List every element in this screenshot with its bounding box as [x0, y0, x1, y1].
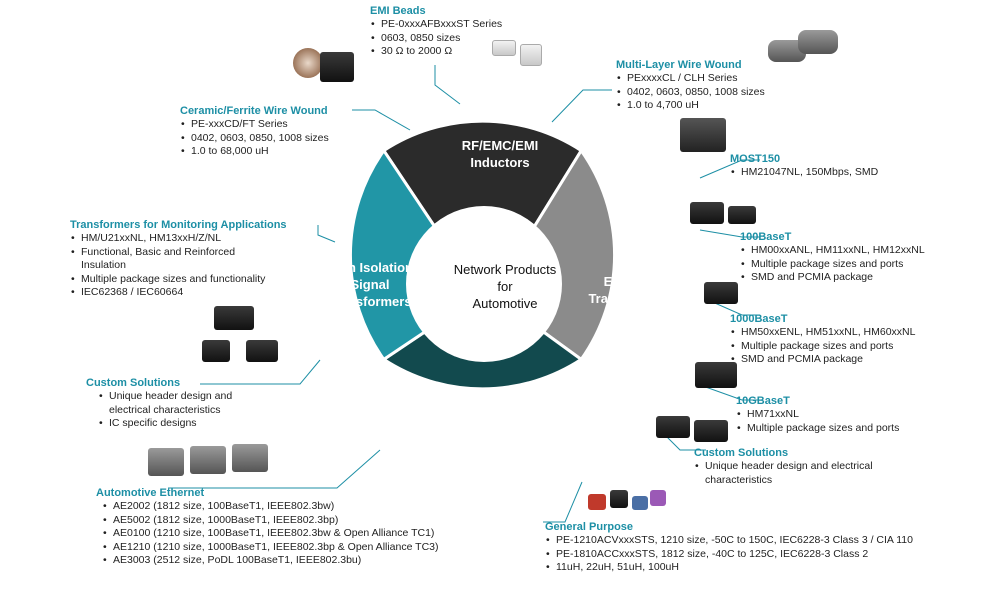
- most150-transformer-image: [680, 118, 726, 152]
- list-item: SMD and PCMIA package: [740, 271, 925, 285]
- ceramic-inductor-image: [320, 52, 354, 82]
- list-item: Multiple package sizes and ports: [736, 422, 899, 436]
- 10gbaset-title: 10GBaseT: [736, 395, 790, 407]
- list-item: Unique header design and electrical char…: [694, 460, 874, 487]
- list-item: 11uH, 22uH, 51uH, 100uH: [545, 561, 913, 575]
- list-item: AE2002 (1812 size, 100BaseT1, IEEE802.3b…: [102, 500, 439, 514]
- 100baset-transformer-image: [728, 206, 756, 224]
- list-item: AE1210 (1210 size, 1000BaseT1, IEEE802.3…: [102, 541, 439, 555]
- custom-solutions-right-title: Custom Solutions: [694, 447, 789, 459]
- emi-beads-block: EMI Beads PE-0xxxAFBxxxST Series0603, 08…: [370, 4, 502, 59]
- list-item: AE5002 (1812 size, 1000BaseT1, IEEE802.3…: [102, 514, 439, 528]
- automotive-ethernet-image: [190, 446, 226, 474]
- emi-beads-title: EMI Beads: [370, 5, 426, 17]
- automotive-ethernet-image: [232, 444, 268, 472]
- general-purpose-image: [650, 490, 666, 506]
- list-item: PE-0xxxAFBxxxST Series: [370, 18, 502, 32]
- list-item: Multiple package sizes and ports: [740, 258, 925, 272]
- list-item: 1.0 to 4,700 uH: [616, 99, 765, 113]
- monitoring-title: Transformers for Monitoring Applications: [70, 219, 287, 231]
- list-item: AE0100 (1210 size, 100BaseT1, IEEE802.3b…: [102, 527, 439, 541]
- list-item: PE-xxxCD/FT Series: [180, 118, 329, 132]
- most150-title: MOST150: [730, 153, 781, 165]
- general-purpose-block: General Purpose PE-1210ACVxxxSTS, 1210 s…: [545, 520, 913, 575]
- general-purpose-image: [588, 494, 606, 510]
- monitoring-transformer-image: [202, 340, 230, 362]
- monitoring-block: Transformers for Monitoring Applications…: [70, 218, 320, 300]
- list-item: 0402, 0603, 0850, 1008 sizes: [616, 86, 765, 100]
- automotive-ethernet-block: Automotive Ethernet AE2002 (1812 size, 1…: [96, 486, 439, 568]
- multilayer-inductor-image: [798, 30, 838, 54]
- multilayer-block: Multi-Layer Wire Wound PExxxxCL / CLH Se…: [616, 58, 765, 113]
- list-item: Functional, Basic and Reinforced Insulat…: [70, 246, 251, 273]
- automotive-ethernet-image: [148, 448, 184, 476]
- list-item: IC specific designs: [98, 417, 276, 431]
- list-item: HM/U21xxNL, HM13xxH/Z/NL: [70, 232, 320, 246]
- automotive-ethernet-title: Automotive Ethernet: [96, 487, 205, 499]
- custom-solutions-left-title: Custom Solutions: [86, 377, 181, 389]
- general-purpose-image: [632, 496, 648, 510]
- 100baset-title: 100BaseT: [740, 231, 792, 243]
- list-item: 0603, 0850 sizes: [370, 32, 502, 46]
- list-item: HM71xxNL: [736, 408, 899, 422]
- 1000baset-transformer-image: [704, 282, 738, 304]
- emi-bead-image: [520, 44, 542, 66]
- 100baset-block: 100BaseT HM00xxANL, HM11xxNL, HM12xxNLMu…: [740, 230, 925, 285]
- monitoring-transformer-image: [214, 306, 254, 330]
- 10gbaset-block: 10GBaseT HM71xxNLMultiple package sizes …: [736, 394, 899, 435]
- monitoring-transformer-image: [246, 340, 278, 362]
- list-item: HM00xxANL, HM11xxNL, HM12xxNL: [740, 244, 925, 258]
- 100baset-transformer-image: [690, 202, 724, 224]
- list-item: 1.0 to 68,000 uH: [180, 145, 329, 159]
- custom-transformer-image: [656, 416, 690, 438]
- multilayer-title: Multi-Layer Wire Wound: [616, 59, 742, 71]
- list-item: Unique header design and electrical char…: [98, 390, 276, 417]
- list-item: HM50xxENL, HM51xxNL, HM60xxNL: [730, 326, 915, 340]
- list-item: IEC62368 / IEC60664: [70, 286, 320, 300]
- list-item: HM21047NL, 150Mbps, SMD: [730, 166, 878, 180]
- list-item: Multiple package sizes and ports: [730, 340, 915, 354]
- ceramic-inductor-image: [293, 48, 323, 78]
- list-item: PE-1810ACCxxxSTS, 1812 size, -40C to 125…: [545, 548, 913, 562]
- wheel-segments: [348, 119, 617, 391]
- leader-lines: [168, 65, 760, 523]
- 1000baset-title: 1000BaseT: [730, 313, 788, 325]
- list-item: 30 Ω to 2000 Ω: [370, 45, 502, 59]
- general-purpose-image: [610, 490, 628, 508]
- most150-block: MOST150 HM21047NL, 150Mbps, SMD: [730, 152, 878, 180]
- custom-solutions-right-block: Custom Solutions Unique header design an…: [694, 446, 874, 487]
- list-item: 0402, 0603, 0850, 1008 sizes: [180, 132, 329, 146]
- 1000baset-block: 1000BaseT HM50xxENL, HM51xxNL, HM60xxNLM…: [730, 312, 915, 367]
- list-item: PExxxxCL / CLH Series: [616, 72, 765, 86]
- general-purpose-title: General Purpose: [545, 521, 634, 533]
- list-item: PE-1210ACVxxxSTS, 1210 size, -50C to 150…: [545, 534, 913, 548]
- list-item: SMD and PCMIA package: [730, 353, 915, 367]
- custom-transformer-image: [694, 420, 728, 442]
- list-item: Multiple package sizes and functionality: [70, 273, 320, 287]
- multilayer-inductor-image: [768, 40, 806, 62]
- center-circle: [406, 206, 562, 362]
- list-item: AE3003 (2512 size, PoDL 100BaseT1, IEEE8…: [102, 554, 439, 568]
- ceramic-title: Ceramic/Ferrite Wire Wound: [180, 105, 328, 117]
- custom-solutions-left-block: Custom Solutions Unique header design an…: [86, 376, 276, 431]
- ceramic-block: Ceramic/Ferrite Wire Wound PE-xxxCD/FT S…: [180, 104, 329, 159]
